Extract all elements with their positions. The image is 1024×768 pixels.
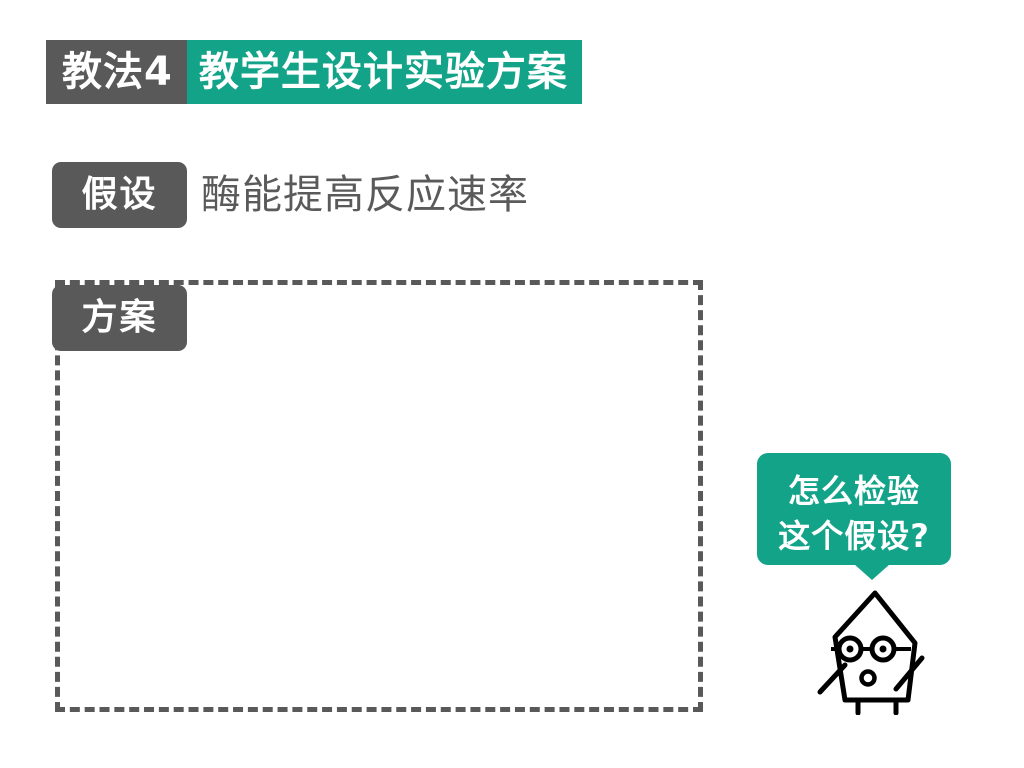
page-title: 教学生设计实验方案 xyxy=(186,40,582,104)
hypothesis-text: 酶能提高反应速率 xyxy=(201,172,529,218)
plan-dashed-box[interactable] xyxy=(55,280,703,712)
student-doodle-icon xyxy=(812,585,952,716)
plan-badge: 方案 xyxy=(52,285,187,351)
title-method-tag: 教法4 xyxy=(46,40,187,104)
speech-bubble-line-1: 怎么检验 xyxy=(787,472,920,511)
hypothesis-row: 假设 酶能提高反应速率 xyxy=(52,162,529,228)
speech-bubble-line-2: 这个假设? xyxy=(778,516,930,555)
slide-title-bar: 教法4 教学生设计实验方案 xyxy=(46,40,582,104)
speech-bubble: 怎么检验 这个假设? xyxy=(757,453,951,565)
speech-bubble-tail-icon xyxy=(854,564,890,580)
hypothesis-badge: 假设 xyxy=(52,162,187,228)
